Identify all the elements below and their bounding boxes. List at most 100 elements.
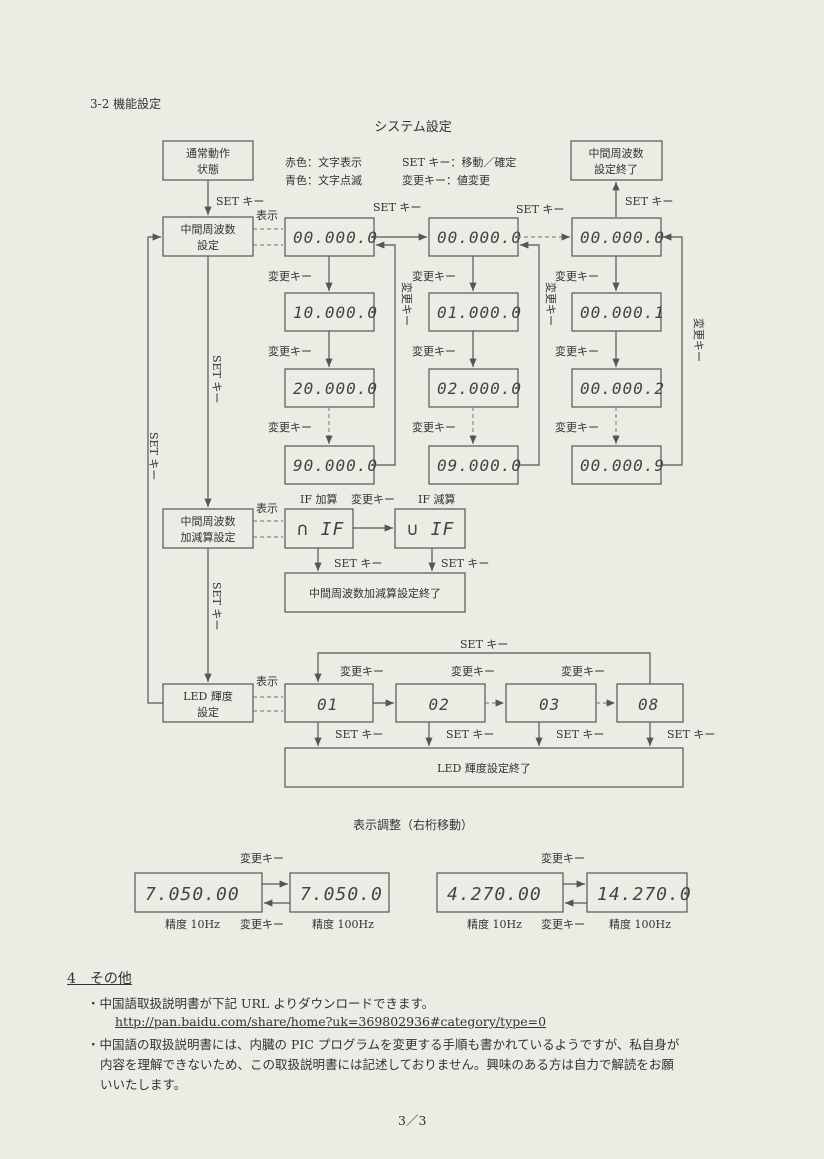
page-number: 3／3 [398,1113,427,1128]
precision-label: 精度 100Hz [312,917,374,931]
svg-text:IF 減算: IF 減算 [418,492,455,506]
change-key-label: 変更キー [268,420,312,434]
digit-value: 00.000.0 [437,228,522,247]
if-addsub-end: 中間周波数加減算設定終了 [284,572,466,613]
svg-text:SET キー: SET キー [147,432,160,480]
digit-display [428,368,519,408]
svg-text:中間周波数: 中間周波数 [181,223,236,236]
svg-text:変更キー: 変更キー [692,318,706,362]
led-level-value: 02 [429,695,450,714]
adjust-value: 7.050.0 [300,884,383,905]
change-key-label: 変更キー [240,851,284,865]
digit-display [571,217,662,257]
led-end: LED 輝度設定終了 [284,747,684,788]
diagram-title: システム設定 [374,119,452,135]
adjust-display [289,872,390,913]
change-key-label: 変更キー [451,664,495,678]
change-key-label: 変更キー [340,664,384,678]
digit-value: 90.000.0 [293,456,378,475]
bullet-pic-a: ・中国語の取扱説明書には、内臓の PIC プログラムを変更する手順も書かれている… [87,1037,680,1052]
change-key-label: 変更キー [412,344,456,358]
digit-display [284,217,375,257]
change-key-label: 変更キー [268,269,312,283]
change-key-label: 変更キー [555,269,599,283]
digit-value: 02.000.0 [437,379,522,398]
legend-red: 赤色：文字表示 [285,155,362,169]
svg-text:中間周波数加減算設定終了: 中間周波数加減算設定終了 [309,586,441,600]
adjust-display [134,872,263,913]
led-level-value: 08 [638,695,659,714]
digit-value: 09.000.0 [437,456,522,475]
svg-text:SET キー: SET キー [210,582,223,630]
svg-text:変更キー: 変更キー [351,492,395,506]
change-key-label: 変更キー [541,851,585,865]
precision-label: 精度 10Hz [467,917,522,931]
digit-display [284,292,375,332]
svg-text:SET キー: SET キー [625,195,673,208]
other-heading: 4 その他 [67,971,132,987]
svg-text:IF 加算: IF 加算 [300,492,337,506]
change-key-label: 変更キー [541,917,585,931]
digit-display [284,445,375,485]
digit-display [428,292,519,332]
led-level-value: 01 [317,695,338,714]
change-key-label: 変更キー [412,269,456,283]
adjust-title: 表示調整（右桁移動） [353,817,473,832]
svg-text:加減算設定: 加減算設定 [181,530,236,544]
svg-text:設定: 設定 [197,705,219,719]
svg-text:SET キー: SET キー [210,355,223,403]
svg-text:設定終了: 設定終了 [594,162,638,176]
adjust-value: 7.050.00 [145,884,240,905]
digit-value: 01.000.0 [437,303,522,322]
svg-text:LED 輝度: LED 輝度 [183,689,233,703]
change-key-label: 変更キー [412,420,456,434]
change-key-label: 変更キー [561,664,605,678]
svg-text:SET キー: SET キー [334,557,382,570]
svg-text:LED 輝度設定終了: LED 輝度設定終了 [437,761,531,775]
digit-value: 00.000.9 [580,456,665,475]
bullet-pic-b: 内容を理解できないため、この取扱説明書には記述しておりません。興味のある方は自力… [100,1057,674,1072]
state-if-addsub: 中間周波数加減算設定 [162,508,254,549]
legend-blue: 青色：文字点滅 [285,173,362,187]
legend-change: 変更キー：値変更 [402,173,490,187]
change-key-label: 変更キー [268,344,312,358]
svg-text:状態: 状態 [197,162,219,176]
svg-text:表示: 表示 [256,501,278,515]
digit-value: 00.000.1 [580,303,665,322]
svg-text:SET キー: SET キー [516,203,564,216]
if-add-display: ∩ IF [284,508,354,549]
set-key-label: SET キー [335,728,383,741]
legend-set: SET キー：移動／確定 [402,155,516,169]
svg-text:表示: 表示 [256,674,278,688]
svg-text:中間周波数: 中間周波数 [181,515,236,528]
svg-text:変更キー: 変更キー [544,282,558,326]
led-level-display [505,683,597,723]
state-led: LED 輝度設定 [162,683,254,723]
set-key-label: SET キー [446,728,494,741]
svg-text:中間周波数: 中間周波数 [589,147,644,160]
digit-display [571,368,662,408]
digit-value: 10.000.0 [293,303,378,322]
set-key-label: SET キー [667,728,715,741]
svg-text:∪ IF: ∪ IF [407,519,455,540]
svg-text:変更キー: 変更キー [400,282,414,326]
adjust-display [436,872,564,913]
precision-label: 精度 100Hz [609,917,671,931]
led-level-display [284,683,374,723]
adjust-display [586,872,688,913]
digit-value: 00.000.0 [580,228,665,247]
download-link[interactable]: http://pan.baidu.com/share/home?uk=36980… [115,1014,547,1029]
svg-text:SET キー: SET キー [441,557,489,570]
precision-label: 精度 10Hz [165,917,220,931]
adjust-value: 14.270.0 [597,884,692,905]
svg-text:∩ IF: ∩ IF [297,519,345,540]
bullet-pic-c: いいたします。 [100,1077,187,1092]
svg-text:SET キー: SET キー [373,201,421,214]
svg-text:SET キー: SET キー [460,638,508,651]
change-key-label: 変更キー [555,420,599,434]
digit-value: 00.000.2 [580,379,665,398]
led-level-display [395,683,486,723]
if-sub-display: ∪ IF [394,508,466,549]
